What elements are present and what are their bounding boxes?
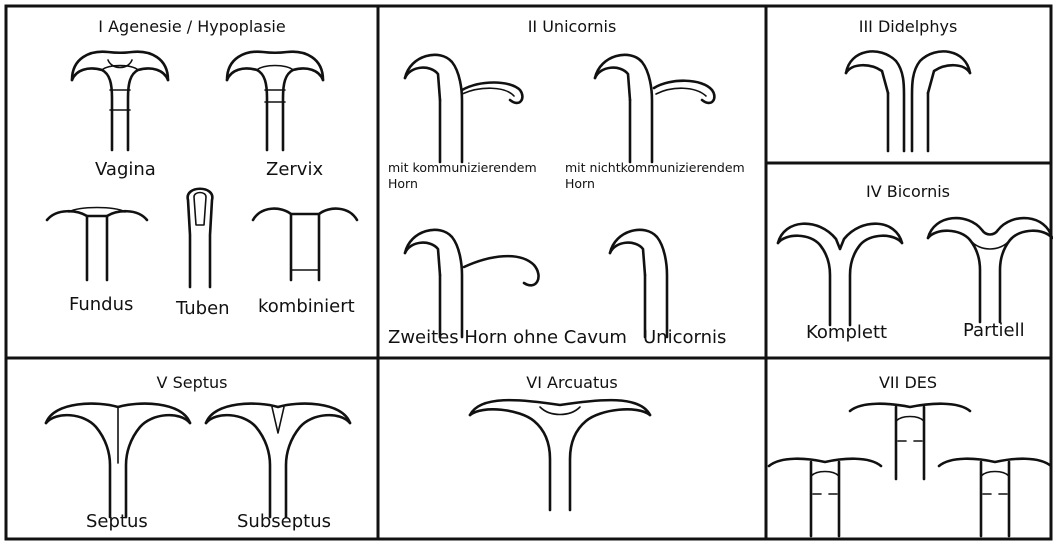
label-vagina: Vagina	[95, 159, 156, 181]
unicornis-noncommunicating-drawing	[595, 55, 714, 162]
label-communicating-horn: mit kommunizierendem Horn	[388, 160, 568, 192]
unicornis-no-cavum-drawing	[405, 230, 539, 337]
label-fundus: Fundus	[69, 294, 133, 316]
label-tuben: Tuben	[176, 298, 230, 320]
panel-title-unicornis: II Unicornis	[528, 17, 617, 37]
panel-title-bicornis: IV Bicornis	[866, 182, 950, 202]
agenesie-vagina-drawing	[72, 52, 168, 150]
panel-title-arcuatus: VI Arcuatus	[526, 373, 617, 393]
subseptus-drawing	[206, 404, 350, 517]
panel-title-septus: V Septus	[157, 373, 228, 393]
septus-drawing	[46, 404, 190, 517]
label-partiell: Partiell	[963, 320, 1025, 342]
label-horn-no-cavum: Zweites Horn ohne Cavum	[388, 327, 627, 349]
label-unicornis: Unicornis	[643, 327, 726, 349]
panel-title-des: VII DES	[879, 373, 937, 393]
label-noncommunicating-horn: mit nichtkommunizierendem Horn	[565, 160, 745, 192]
panel-title-agenesie: I Agenesie / Hypoplasie	[98, 17, 285, 37]
panel-title-didelphys: III Didelphys	[859, 17, 958, 37]
agenesie-tuben-drawing	[188, 189, 213, 287]
didelphys-drawing	[846, 51, 970, 151]
unicornis-simple-drawing	[610, 230, 667, 337]
label-kombiniert: kombiniert	[258, 296, 355, 318]
bicornis-partiell-drawing	[928, 218, 1052, 322]
agenesie-zervix-drawing	[227, 52, 323, 150]
label-zervix: Zervix	[266, 159, 323, 181]
des-left-drawing	[769, 459, 881, 536]
panel-grid	[6, 6, 1051, 539]
des-right-drawing	[939, 459, 1051, 536]
agenesie-kombiniert-drawing	[253, 209, 357, 280]
des-top-drawing	[850, 404, 970, 479]
bicornis-komplett-drawing	[778, 224, 902, 325]
unicornis-communicating-drawing	[405, 55, 522, 162]
label-septus: Septus	[86, 511, 148, 533]
label-subseptus: Subseptus	[237, 511, 331, 533]
label-komplett: Komplett	[806, 322, 887, 344]
arcuatus-drawing	[470, 400, 650, 510]
agenesie-fundus-drawing	[47, 208, 147, 281]
